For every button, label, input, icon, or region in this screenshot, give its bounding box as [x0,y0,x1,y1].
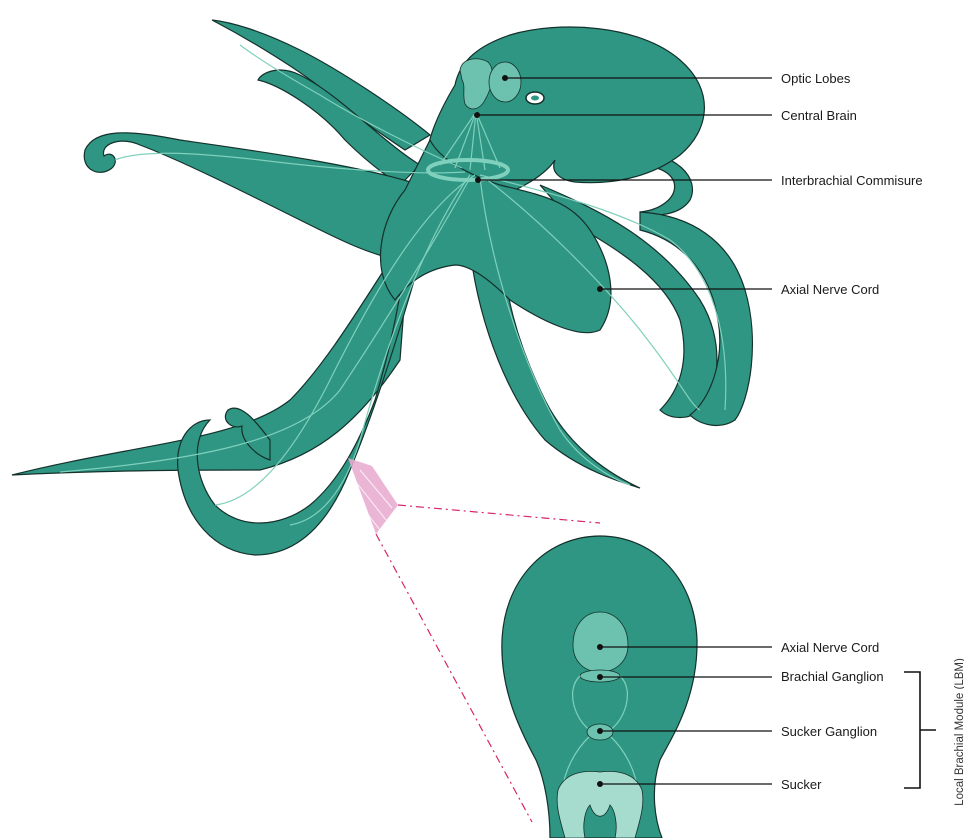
arm-top-left [212,20,430,150]
arm-left-lower [12,230,410,475]
label-central-brain: Central Brain [781,108,857,123]
label-interbrachial: Interbrachial Commisure [781,173,923,188]
highlight-band [348,458,398,534]
cross-axial-nerve-cord [573,612,628,672]
lbm-bracket [904,672,936,788]
lbm-bracket-label: Local Brachial Module (LBM) [954,658,964,806]
zoom-line-upper [398,505,600,523]
octopus-illustration [12,20,752,555]
eye-pupil [531,96,539,101]
label-optic-lobes: Optic Lobes [781,71,851,86]
label-sucker: Sucker [781,777,822,792]
optic-lobe-shape [489,62,521,102]
label-axial-nerve-cord-2: Axial Nerve Cord [781,640,879,655]
arm-cross-section [502,536,697,838]
label-axial-nerve-cord: Axial Nerve Cord [781,282,879,297]
arm-section-highlight [348,458,398,534]
label-sucker-ganglion: Sucker Ganglion [781,724,877,739]
label-brachial-ganglion: Brachial Ganglion [781,669,884,684]
